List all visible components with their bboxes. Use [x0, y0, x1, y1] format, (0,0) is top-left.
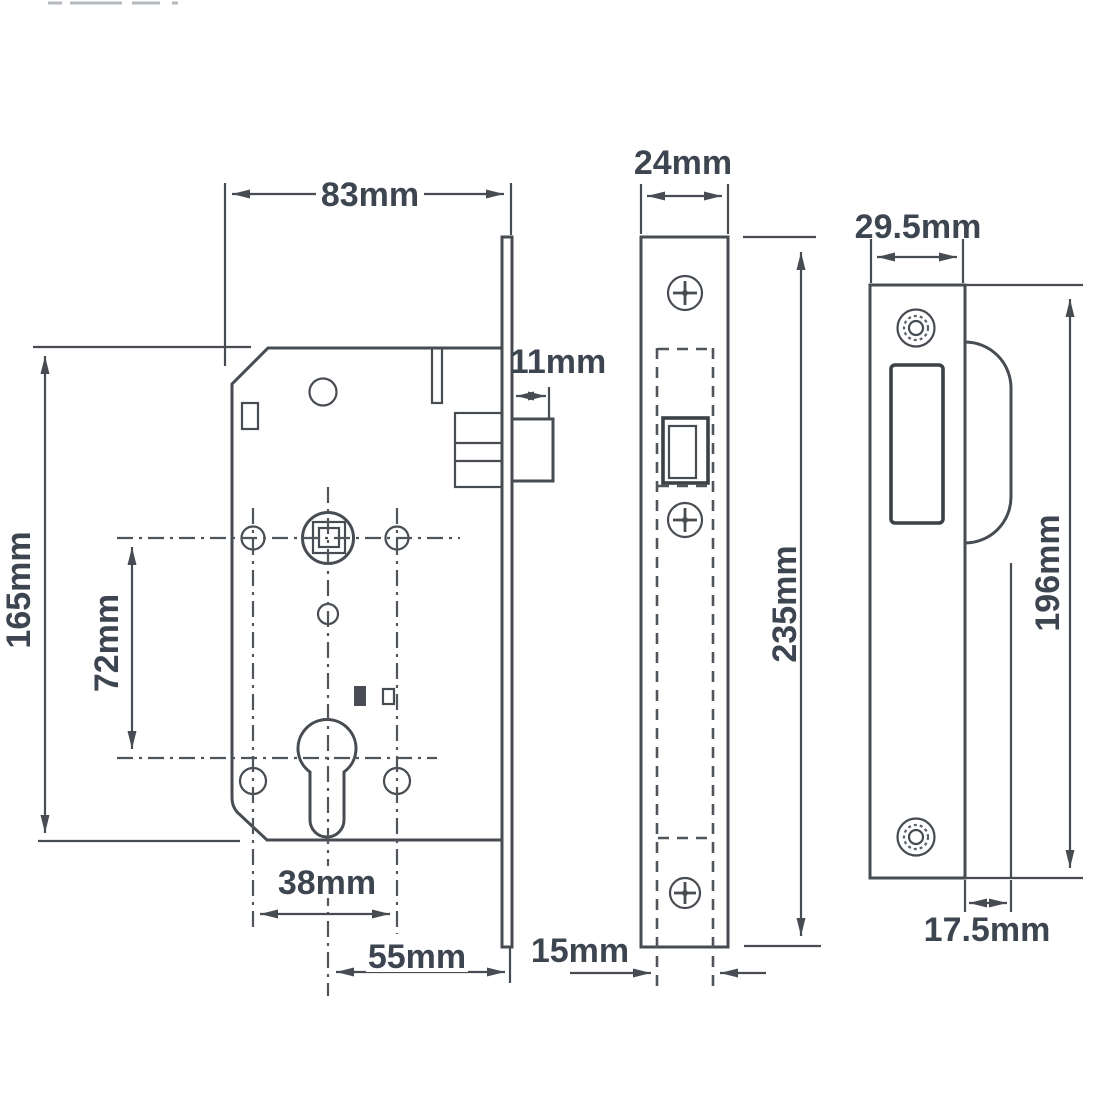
strike-view — [868, 283, 1013, 880]
forend-screw-top — [666, 274, 704, 312]
top-fixing-hole — [308, 377, 338, 407]
dim-label-case-depth: 83mm — [321, 176, 419, 214]
screw-center-dot — [682, 290, 688, 296]
lock-case-outline — [230, 346, 504, 842]
strike-cutout — [889, 363, 945, 525]
dim-label-latch-projection: 11mm — [510, 343, 606, 381]
forend-view — [639, 235, 730, 986]
dim-spindle-to-cylinder: 72mm — [88, 547, 137, 749]
dim-case-thickness: 15mm — [531, 932, 766, 978]
screw-head-circle — [666, 501, 704, 539]
dim-forend-width: 24mm — [634, 144, 732, 234]
forend-plate — [639, 235, 730, 949]
countersink-inner — [907, 828, 925, 846]
dim-latch-projection: 11mm — [510, 343, 606, 418]
dim-label-case-thickness: 15mm — [531, 932, 629, 970]
latch-front-outer — [661, 416, 710, 485]
countersink-ring — [902, 823, 930, 851]
stop-block-outline — [381, 687, 396, 706]
latch-head-projection — [510, 417, 555, 483]
countersink-inner — [907, 319, 925, 337]
countersink-outer — [896, 308, 936, 348]
latch-front-inner — [667, 424, 698, 480]
dim-label-backset: 55mm — [368, 938, 466, 976]
screw-center-dot — [682, 517, 688, 523]
forend-screw-bottom — [668, 876, 702, 910]
screw-head-circle — [666, 274, 704, 312]
dim-label-strike-lip-depth: 17.5mm — [924, 911, 1051, 949]
dim-label-forend-width: 24mm — [634, 144, 732, 182]
strike-plate-body — [868, 283, 967, 880]
dim-strike-height: 196mm — [965, 283, 1083, 880]
forend-fixing-slot — [430, 346, 444, 405]
dim-fixing-hole-centres: 38mm — [260, 864, 390, 919]
dim-label-spindle-to-cylinder: 72mm — [88, 594, 126, 692]
forend-screw-middle — [666, 501, 704, 539]
dim-strike-width: 29.5mm — [855, 208, 982, 283]
strike-screw-hole-bottom — [896, 817, 936, 857]
dim-strike-lip-depth: 17.5mm — [924, 880, 1051, 949]
dim-label-forend-height: 235mm — [766, 545, 804, 662]
strike-screw-hole-top — [896, 308, 936, 348]
side-view — [117, 235, 555, 996]
dimension-annotations: 83mm 11mm 165mm 72mm 38mm — [0, 144, 1083, 983]
dim-label-strike-width: 29.5mm — [855, 208, 982, 246]
dim-label-fixing-hole-centres: 38mm — [278, 864, 376, 902]
case-slot-top-left — [240, 401, 260, 431]
dim-label-case-height: 165mm — [0, 531, 38, 648]
dim-case-height: 165mm — [0, 345, 251, 843]
stop-block-solid — [354, 686, 366, 706]
screw-center-dot — [682, 890, 688, 896]
countersink-outer — [896, 817, 936, 857]
latch-bolt-front — [661, 416, 710, 485]
countersink-ring — [902, 314, 930, 342]
strike-lip-bulge — [964, 340, 1013, 545]
dim-forend-height: 235mm — [743, 235, 821, 948]
dim-case-depth: 83mm — [223, 176, 513, 366]
forend-side-profile — [500, 235, 514, 949]
dim-label-strike-height: 196mm — [1029, 514, 1067, 631]
dim-backset: 55mm — [336, 938, 512, 983]
screw-head-circle — [668, 876, 702, 910]
